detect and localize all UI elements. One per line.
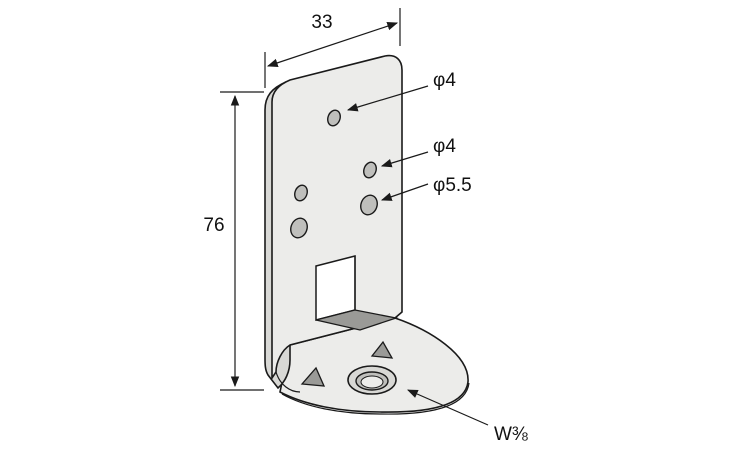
hole-top	[327, 109, 341, 127]
callout-hole-top: φ4	[346, 70, 456, 112]
width-dimension-label: 33	[311, 12, 332, 33]
hole-large	[360, 194, 378, 216]
height-dimension-label: 76	[203, 215, 224, 236]
stiffener-rib-right	[370, 340, 394, 359]
callout-hole-large: φ5.5	[380, 175, 472, 201]
rectangular-slot	[315, 255, 399, 331]
bracket-vertical-plate	[264, 54, 403, 393]
stiffener-rib-left	[300, 366, 326, 387]
weld-nut	[347, 365, 397, 395]
height-dimension: 76	[203, 91, 264, 391]
callout-hole-middle: φ4	[380, 136, 456, 168]
width-dimension: 33	[264, 8, 401, 88]
callout-hole-top-label: φ4	[433, 70, 456, 91]
hole-middle	[363, 161, 377, 179]
callout-nut-thread-label: W⅜	[494, 424, 528, 445]
hole-left-large	[290, 217, 308, 239]
callout-nut-thread: W⅜	[407, 389, 528, 445]
hole-left-small	[294, 184, 308, 202]
bracket-base-plate	[279, 317, 470, 415]
callout-hole-middle-label: φ4	[433, 136, 456, 157]
callout-hole-large-label: φ5.5	[433, 175, 472, 196]
